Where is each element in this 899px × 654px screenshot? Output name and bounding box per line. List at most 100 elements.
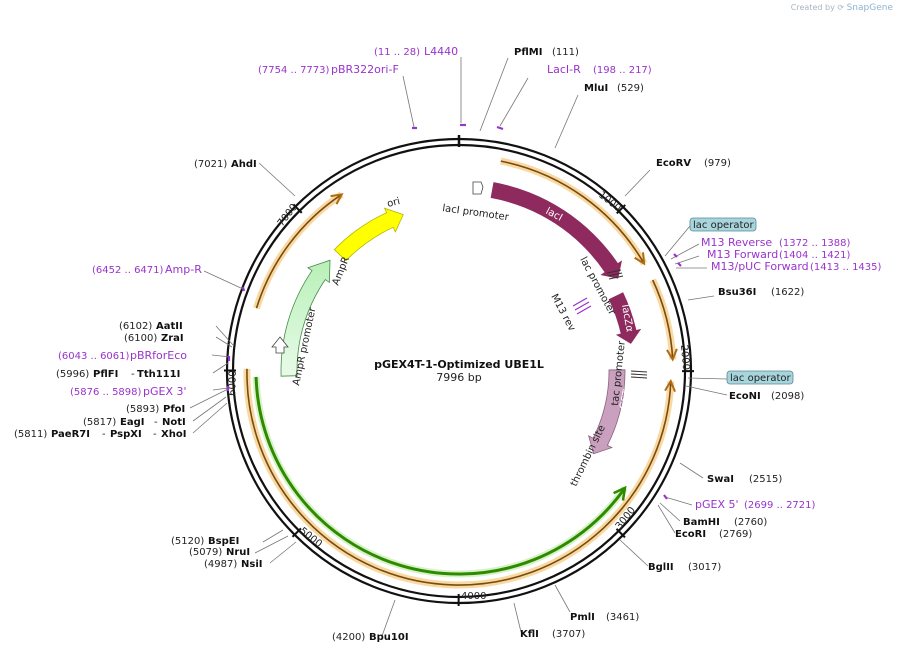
swai-coord: (2515) — [749, 474, 782, 485]
ecori-coord: (2769) — [719, 529, 752, 540]
noti-label[interactable]: NotI — [162, 417, 186, 428]
gst-label: GST — [618, 388, 633, 411]
econi-label[interactable]: EcoNI — [729, 391, 761, 402]
m13-puc-forward-coord: (1413 .. 1435) — [810, 262, 882, 273]
zrai-label[interactable]: ZraI — [161, 333, 184, 344]
bp-tick-5000 — [291, 527, 302, 538]
pgex-5-coord: (2699 .. 2721) — [744, 500, 816, 511]
ecori-label[interactable]: EcoRI — [675, 529, 706, 540]
m13-reverse-label[interactable]: M13 Reverse — [701, 236, 772, 249]
orf-left-arrowhead — [330, 193, 344, 205]
aatii-coord: (6102) — [119, 321, 152, 332]
lac-operator-mark-1 — [606, 269, 624, 280]
pfoi-coord: (5893) — [126, 404, 159, 415]
nsii-label[interactable]: NsiI — [241, 559, 262, 570]
xhoi-label[interactable]: XhoI — [161, 429, 186, 440]
nrui-label[interactable]: NruI — [226, 547, 250, 558]
lacZa-feature[interactable] — [608, 292, 642, 344]
bglii-coord: (3017) — [688, 562, 721, 573]
orf-laci[interactable] — [500, 160, 645, 265]
pmli-coord: (3461) — [606, 612, 639, 623]
eagi-coord: (5817) — [83, 417, 116, 428]
nsii-coord: (4987) — [204, 559, 237, 570]
bamhi-label[interactable]: BamHI — [683, 517, 720, 528]
pflmi-label[interactable]: PflMI — [514, 47, 542, 58]
tick-label-4000: 4000 — [461, 591, 486, 602]
orf-main-arrowhead — [664, 378, 676, 392]
lac-operator-box-2 — [726, 370, 794, 385]
m13-reverse-coord: (1372 .. 1388) — [779, 238, 851, 249]
paer7i-coord: (5811) — [14, 429, 47, 440]
lacI-feature[interactable] — [490, 182, 622, 279]
pflmi-coord: (111) — [552, 47, 579, 58]
lacza-label: lacZα — [619, 304, 635, 334]
m13-rev-primer-marks — [572, 297, 592, 315]
m13-forward-label[interactable]: M13 Forward — [707, 248, 778, 261]
pbr322ori-f-label[interactable]: pBR322ori-F — [331, 63, 399, 76]
pgex-5-label[interactable]: pGEX 5' — [695, 498, 739, 511]
orf-main[interactable] — [246, 368, 672, 586]
plasmid-length: 7996 bp — [436, 371, 481, 384]
bp-ticks — [223, 203, 695, 607]
ecorv-label[interactable]: EcoRV — [656, 158, 691, 169]
ampr-feature[interactable] — [280, 259, 331, 377]
ecorv-coord: (979) — [704, 158, 731, 169]
paer7i-sep-1: - — [102, 429, 106, 440]
credit-prefix: Created by — [790, 3, 835, 12]
amp-r-coord: (6452 .. 6471) — [92, 265, 164, 276]
bp-tick-7000 — [292, 203, 303, 214]
nrui-coord: (5079) — [189, 547, 222, 558]
aatii-label[interactable]: AatII — [156, 321, 183, 332]
laci-r-coord: (198 .. 217) — [593, 65, 652, 76]
lac-operator-label-2[interactable]: lac operator — [730, 373, 791, 384]
bglii-label[interactable]: BglII — [648, 562, 674, 573]
bspei-coord: (5120) — [171, 536, 204, 547]
snapgene-logo-icon: ⟳ — [837, 3, 845, 12]
l4440-label[interactable]: L4440 — [424, 45, 458, 58]
paer7i-sep-2: - — [153, 429, 157, 440]
bsu36i-coord: (1622) — [771, 287, 804, 298]
bsu36i-label[interactable]: Bsu36I — [718, 287, 756, 298]
bspei-label[interactable]: BspEI — [208, 536, 239, 547]
pmli-label[interactable]: PmlI — [570, 612, 595, 623]
pgex-3-label[interactable]: pGEX 3' — [143, 385, 187, 398]
laci-r-label[interactable]: LacI-R — [547, 63, 581, 76]
laci-promoter-arrow[interactable] — [472, 181, 484, 195]
pbrforeco-label[interactable]: pBRforEco — [130, 349, 187, 362]
mlui-coord: (529) — [617, 83, 644, 94]
orf-lacza[interactable] — [651, 279, 674, 360]
pfoi-label[interactable]: PfoI — [163, 404, 185, 415]
ahdi-label[interactable]: AhdI — [231, 159, 257, 170]
paer7i-label[interactable]: PaeR7I — [51, 429, 90, 440]
pspxi-label[interactable]: PspXI — [110, 429, 142, 440]
ori-feature[interactable] — [333, 207, 404, 262]
ampr-promoter-arrow[interactable] — [271, 336, 289, 354]
lac-operator-label-1[interactable]: lac operator — [693, 220, 754, 231]
primer-marks — [226, 123, 682, 500]
pflfi-label[interactable]: PflFI — [93, 369, 118, 380]
gst-feature[interactable] — [588, 369, 626, 455]
green-orf-arc — [254, 376, 627, 576]
bamhi-coord: (2760) — [734, 517, 767, 528]
thrombin-site-label: thrombin site — [569, 424, 608, 489]
lac-operator-mark-2 — [630, 370, 648, 379]
zrai-coord: (6100) — [124, 333, 157, 344]
mlui-label[interactable]: MluI — [584, 83, 608, 94]
bpu10i-label[interactable]: Bpu10I — [369, 632, 409, 643]
kfli-label[interactable]: KflI — [520, 629, 539, 640]
tth111i-label[interactable]: Tth111I — [137, 369, 180, 380]
orf-left[interactable] — [255, 193, 343, 309]
swai-label[interactable]: SwaI — [707, 474, 734, 485]
plasmid-name: pGEX4T-1-Optimized UBE1L — [374, 358, 544, 371]
m13-puc-forward-label[interactable]: M13/pUC Forward — [711, 260, 809, 273]
tick-label-2000: 2000 — [678, 344, 691, 370]
kfli-coord: (3707) — [552, 629, 585, 640]
snapgene-credit: Created by ⟳ SnapGene — [791, 3, 893, 13]
l4440-coord: (11 .. 28) — [374, 47, 420, 58]
pgex-3-coord: (5876 .. 5898) — [70, 387, 142, 398]
pflfi-coord: (5996) — [56, 369, 89, 380]
amp-r-label[interactable]: Amp-R — [165, 263, 202, 276]
credit-brand: SnapGene — [846, 3, 893, 13]
eagi-label[interactable]: EagI — [120, 417, 144, 428]
bp-tick-3000 — [615, 528, 626, 539]
